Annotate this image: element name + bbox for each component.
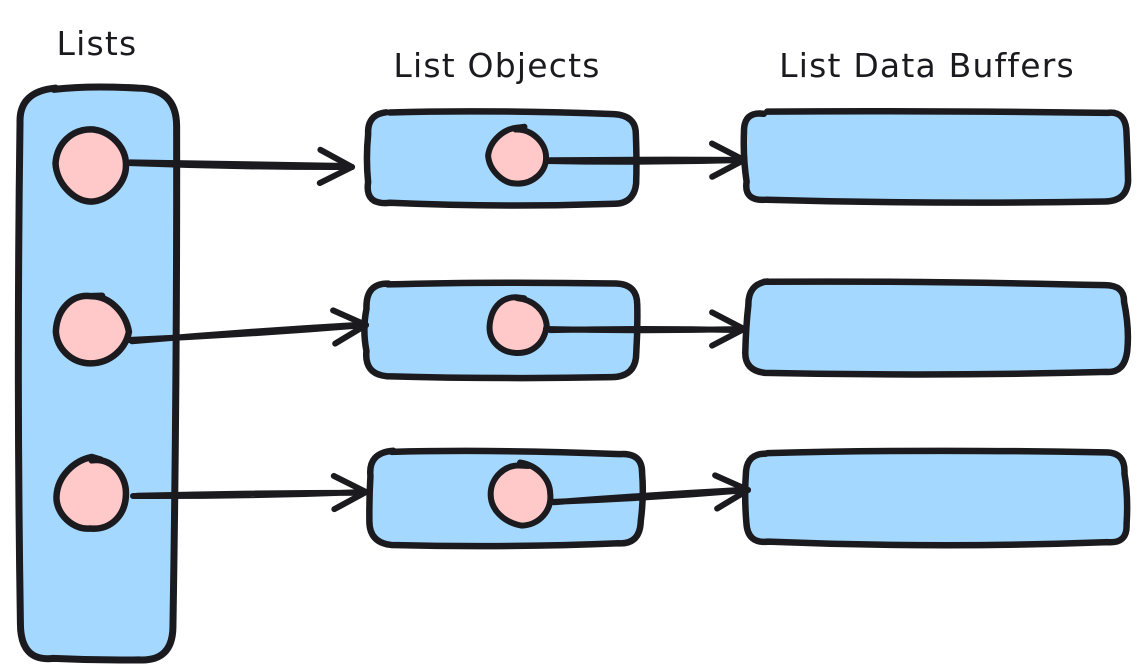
- lists-container[interactable]: [14, 83, 181, 664]
- arrow-list-pointer-2-to-object-2: [130, 472, 369, 513]
- list-object-1-pointer[interactable]: [486, 294, 550, 356]
- list-data-buffer-box-2-fill: [745, 450, 1128, 546]
- list-object-2-pointer-outline: [487, 459, 554, 529]
- column-label-list-objects: List Objects: [393, 46, 600, 85]
- lists-pointer-1-outline: [52, 292, 133, 367]
- lists-pointer-1-fill: [55, 295, 129, 364]
- lists-pointer-2-outline: [53, 453, 130, 532]
- list-object-box-2-outline: [366, 447, 647, 550]
- list-object-box-1-outline: [361, 279, 641, 382]
- list-data-buffer-box-2-outline: [741, 447, 1131, 549]
- list-object-box-0-outline: [363, 108, 640, 209]
- list-data-buffer-box-0-outline: [740, 107, 1132, 206]
- lists-container-fill: [18, 86, 177, 661]
- list-object-0-pointer-outline: [485, 123, 550, 187]
- lists-pointer-0-outline: [52, 126, 130, 205]
- arrow-list-pointer-0-to-object-0: [123, 146, 355, 187]
- arrow-object-0-to-buffer-0: [543, 140, 747, 180]
- list-object-0-pointer[interactable]: [485, 123, 550, 187]
- list-object-1-pointer-outline: [486, 294, 550, 356]
- list-data-buffer-box-0-fill: [743, 111, 1129, 203]
- arrow-object-2-to-buffer-2: [547, 472, 751, 512]
- arrow-object-1-to-buffer-1: [543, 309, 747, 349]
- list-object-0-pointer-fill: [488, 126, 547, 184]
- lists-pointer-1[interactable]: [52, 292, 133, 367]
- column-label-list-data-buffers: List Data Buffers: [779, 46, 1075, 85]
- lists-pointer-2-fill: [56, 457, 126, 529]
- arrow-list-pointer-1-to-object-1: [125, 307, 369, 347]
- lists-pointer-0[interactable]: [52, 126, 130, 205]
- list-data-buffer-box-0[interactable]: [740, 107, 1132, 206]
- column-label-lists: Lists: [57, 24, 138, 63]
- list-data-buffer-box-1[interactable]: [742, 278, 1132, 378]
- list-data-buffer-box-1-outline: [742, 278, 1132, 378]
- list-object-2-pointer[interactable]: [487, 459, 554, 529]
- list-object-2-pointer-fill: [490, 462, 551, 526]
- lists-container-outline: [14, 83, 181, 664]
- lists-pointer-2[interactable]: [53, 453, 130, 532]
- list-object-1-pointer-fill: [489, 297, 547, 354]
- list-data-buffer-box-1-fill: [745, 281, 1128, 375]
- lists-pointer-0-fill: [55, 129, 126, 202]
- list-data-buffer-box-2[interactable]: [741, 447, 1131, 549]
